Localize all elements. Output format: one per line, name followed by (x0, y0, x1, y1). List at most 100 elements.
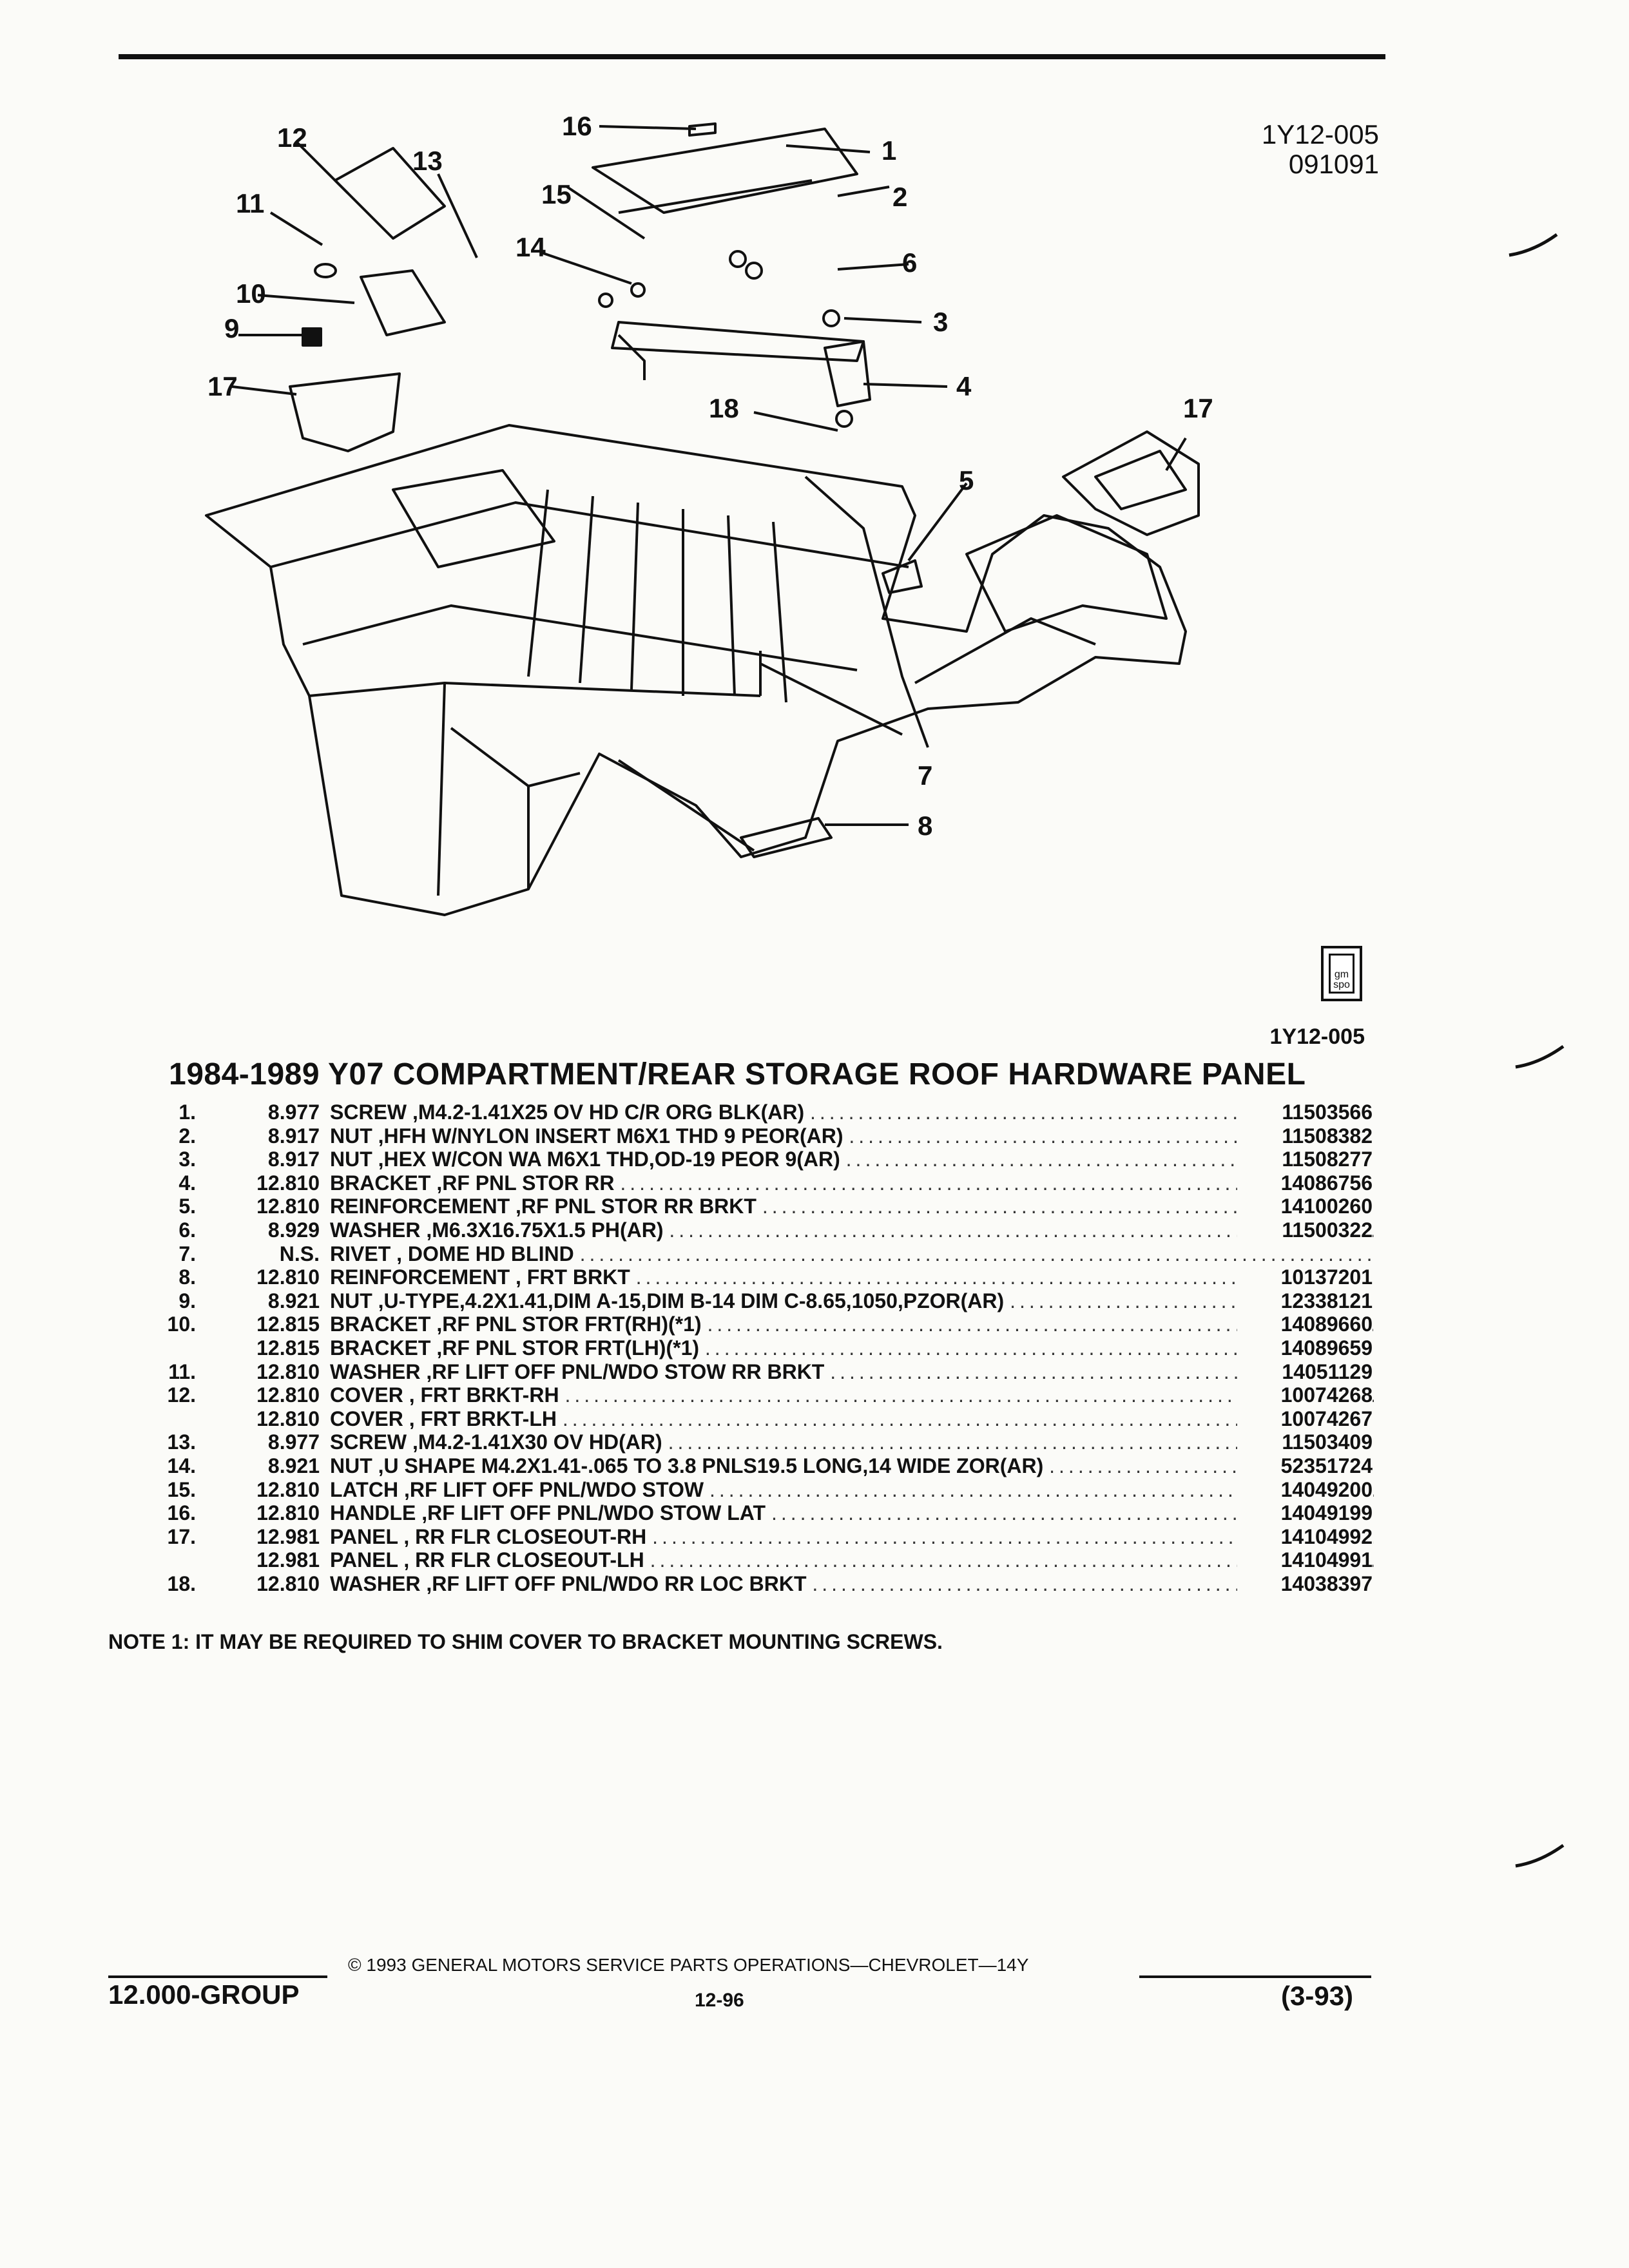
part-number: 11508277 (1237, 1148, 1373, 1171)
part-description-text: RIVET , DOME HD BLIND (330, 1242, 574, 1265)
part-number: 14086756 (1237, 1171, 1373, 1195)
gm-spo-icon: gm spo (1321, 946, 1362, 1001)
group-number: 8.929 (267, 1218, 320, 1242)
front-bracket-cover (334, 147, 446, 240)
footer-rule-right (1139, 1975, 1371, 1978)
item-number: 8. (178, 1265, 196, 1289)
part-description-text: BRACKET ,RF PNL STOR RR (330, 1171, 615, 1195)
part-number: 14104992 (1237, 1524, 1373, 1549)
parts-row: 12.810 COVER , FRT BRKT-LH ..............… (148, 1407, 1374, 1431)
callout-6: 6 (902, 247, 917, 278)
part-description-text: PANEL , RR FLR CLOSEOUT-RH (330, 1524, 647, 1548)
part-number: 10074267 (1237, 1407, 1373, 1431)
item-number: 9. (178, 1289, 196, 1312)
group-number: 12.981 (256, 1524, 320, 1548)
parts-row: 6. 8.929 WASHER ,M6.3X16.75X1.5 PH(AR) ...… (148, 1218, 1374, 1242)
part-description: PANEL , RR FLR CLOSEOUT-LH .............… (330, 1548, 1374, 1572)
group-number: 8.921 (267, 1454, 320, 1477)
callout-18: 18 (709, 393, 739, 423)
item-number: 16. (167, 1501, 196, 1525)
front-bracket (360, 269, 446, 336)
part-description-text: LATCH ,RF LIFT OFF PNL/WDO STOW (330, 1477, 704, 1501)
group-number: N.S. (279, 1242, 320, 1265)
item-number: 3. (178, 1148, 196, 1171)
footer-rule-left (108, 1975, 327, 1978)
part-description: REINFORCEMENT ,RF PNL STOR RR BRKT .....… (330, 1195, 1374, 1218)
group-number: 12.810 (256, 1571, 320, 1595)
group-number: 12.810 (256, 1383, 320, 1407)
figure-date-code: 091091 (1288, 149, 1379, 179)
part-description-text: NUT ,HEX W/CON WA M6X1 THD,OD-19 PEOR 9(… (330, 1148, 840, 1171)
part-description-text: NUT ,HFH W/NYLON INSERT M6X1 THD 9 PEOR(… (330, 1124, 843, 1148)
part-number: 14049200 (1237, 1477, 1373, 1502)
callout-8: 8 (918, 811, 932, 841)
figure-reference: 1Y12-005 091091 (1218, 120, 1379, 179)
parts-row: 15. 12.810 LATCH ,RF LIFT OFF PNL/WDO STOW… (148, 1477, 1374, 1502)
group-number: 12.810 (256, 1407, 320, 1430)
part-description: WASHER ,M6.3X16.75X1.5 PH(AR) ..........… (330, 1218, 1374, 1242)
callout-4: 4 (956, 371, 972, 401)
binder-mark-bottom (1515, 1843, 1565, 1868)
callout-11: 11 (236, 188, 264, 218)
callout-17-left: 17 (207, 371, 238, 401)
callout-17-right: 17 (1183, 393, 1213, 423)
floor-closeout-panel-right (1062, 430, 1200, 536)
part-description: RIVET , DOME HD BLIND ..................… (330, 1242, 1374, 1266)
callout-2: 2 (892, 182, 907, 212)
part-description: REINFORCEMENT , FRT BRKT ...............… (330, 1265, 1374, 1289)
page-title: 1984-1989 Y07 COMPARTMENT/REAR STORAGE R… (169, 1057, 1306, 1091)
item-number: 1. (178, 1100, 196, 1124)
part-description: BRACKET ,RF PNL STOR RR ................… (330, 1171, 1374, 1195)
part-description-text: PANEL , RR FLR CLOSEOUT-LH (330, 1548, 644, 1572)
figure-id: 1Y12-005 (1261, 119, 1379, 149)
leader-dots: ........................................… (579, 1242, 1374, 1265)
page-number: 12-96 (695, 1990, 744, 2011)
part-description: NUT ,HEX W/CON WA M6X1 THD,OD-19 PEOR 9(… (330, 1148, 1374, 1171)
part-description: NUT ,U-TYPE,4.2X1.41,DIM A-15,DIM B-14 D… (330, 1289, 1374, 1313)
part-description-text: BRACKET ,RF PNL STOR FRT(LH)(*1) (330, 1336, 700, 1360)
group-number: 12.810 (256, 1195, 320, 1218)
part-description-text: COVER , FRT BRKT-RH (330, 1383, 559, 1407)
group-number: 8.977 (267, 1430, 320, 1454)
part-number: 14089659 (1237, 1336, 1373, 1360)
latch-rail (611, 321, 865, 362)
part-description-text: COVER , FRT BRKT-LH (330, 1407, 557, 1430)
part-description-text: REINFORCEMENT , FRT BRKT (330, 1265, 630, 1289)
rear-reinforcement (882, 559, 923, 594)
part-number: 14104991 (1237, 1548, 1373, 1572)
part-description-text: SCREW ,M4.2-1.41X30 OV HD(AR) (330, 1430, 662, 1454)
callout-15: 15 (541, 179, 572, 209)
part-description-text: WASHER ,M6.3X16.75X1.5 PH(AR) (330, 1218, 664, 1242)
item-number: 15. (167, 1477, 196, 1501)
part-description-text: NUT ,U SHAPE M4.2X1.41-.065 TO 3.8 PNLS1… (330, 1454, 1044, 1477)
part-description-text: NUT ,U-TYPE,4.2X1.41,DIM A-15,DIM B-14 D… (330, 1289, 1005, 1312)
group-number: 12.810 (256, 1477, 320, 1501)
revision-date: (3-93) (1281, 1981, 1354, 2011)
figure-reference-bottom: 1Y12-005 (1269, 1024, 1365, 1049)
group-number: 12.810 (256, 1171, 320, 1195)
binder-mark-middle (1515, 1044, 1565, 1069)
group-number: 12.810 (256, 1360, 320, 1383)
part-description: LATCH ,RF LIFT OFF PNL/WDO STOW ........… (330, 1478, 1374, 1502)
item-number: 6. (178, 1218, 196, 1242)
callout-12: 12 (277, 122, 307, 153)
group-label: 12.000-GROUP (108, 1979, 300, 2010)
part-description: COVER , FRT BRKT-LH ....................… (330, 1407, 1374, 1431)
callout-3: 3 (933, 307, 948, 337)
part-number: 11503409 (1237, 1430, 1373, 1454)
item-number: 11. (168, 1360, 196, 1383)
item-number: 12. (167, 1383, 196, 1407)
callout-16: 16 (562, 111, 592, 141)
